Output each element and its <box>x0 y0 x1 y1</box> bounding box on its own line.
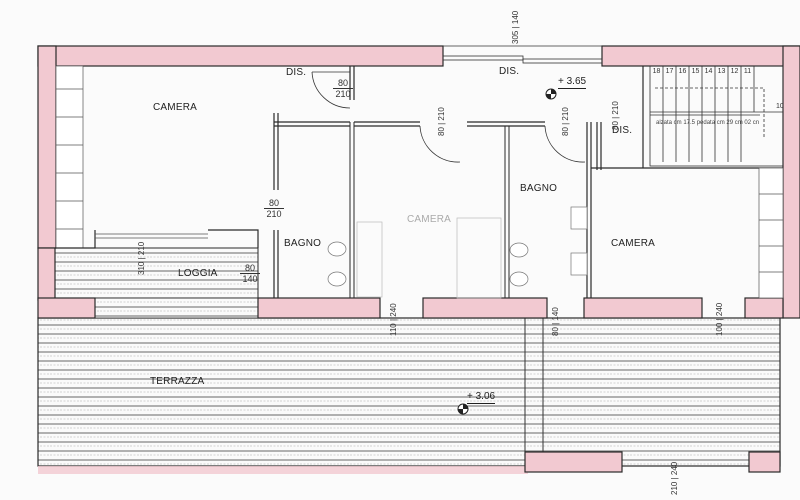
room-label-camera-center: CAMERA <box>407 214 451 225</box>
step-number: 11 <box>743 68 752 75</box>
center-furniture <box>356 217 502 299</box>
interior-walls <box>55 65 783 298</box>
room-label-bagno-east: BAGNO <box>520 183 558 194</box>
door-swings <box>311 71 586 163</box>
level-marker-icon <box>457 88 557 415</box>
stair-note: alzata cm 17.5 pedata cm 29 cm 02 cn <box>656 120 760 126</box>
vertical-dimension: 210 | 240 <box>670 461 679 495</box>
vertical-dimension: 310 | 210 <box>137 241 146 275</box>
step-number: 18 <box>652 68 661 75</box>
sanitary-fixtures <box>327 206 588 287</box>
vertical-dimension: 80 | 210 <box>437 107 446 136</box>
vertical-dimension: 100 | 240 <box>715 302 724 336</box>
stair-landing-number: 10 <box>776 103 784 110</box>
east-closet <box>758 167 784 299</box>
room-label-bagno-west: BAGNO <box>284 238 322 249</box>
room-label-terrazza: TERRAZZA <box>150 376 205 387</box>
room-label-camera-nw: CAMERA <box>153 102 197 113</box>
step-number: 15 <box>691 68 700 75</box>
room-label-camera-east: CAMERA <box>611 238 655 249</box>
step-number: 12 <box>730 68 739 75</box>
step-number: 14 <box>704 68 713 75</box>
north-window <box>442 45 603 64</box>
vertical-dimension: 305 | 140 <box>511 10 520 44</box>
room-label-dis-2: DIS. <box>499 66 520 77</box>
vertical-dimension: 80 | 210 <box>611 101 620 130</box>
vertical-dimension: 80 | 210 <box>561 107 570 136</box>
level-label-upper: + 3.65 <box>558 76 587 89</box>
room-label-loggia: LOGGIA <box>178 268 218 279</box>
step-number: 16 <box>678 68 687 75</box>
stair-step-numbers: 18 17 16 15 14 13 12 11 <box>650 68 754 75</box>
step-number: 13 <box>717 68 726 75</box>
vertical-dimension: 80 | 140 <box>551 307 560 336</box>
vertical-dimension: 110 | 240 <box>389 303 398 336</box>
staircase <box>649 65 784 167</box>
loggia-area <box>54 247 259 299</box>
terrace-area <box>37 317 781 474</box>
room-label-dis-3: DIS. <box>612 125 633 136</box>
step-number: 17 <box>665 68 674 75</box>
exterior-walls <box>37 45 800 473</box>
room-label-dis-1: DIS. <box>286 67 307 78</box>
level-label-terrace: + 3.06 <box>467 391 496 404</box>
